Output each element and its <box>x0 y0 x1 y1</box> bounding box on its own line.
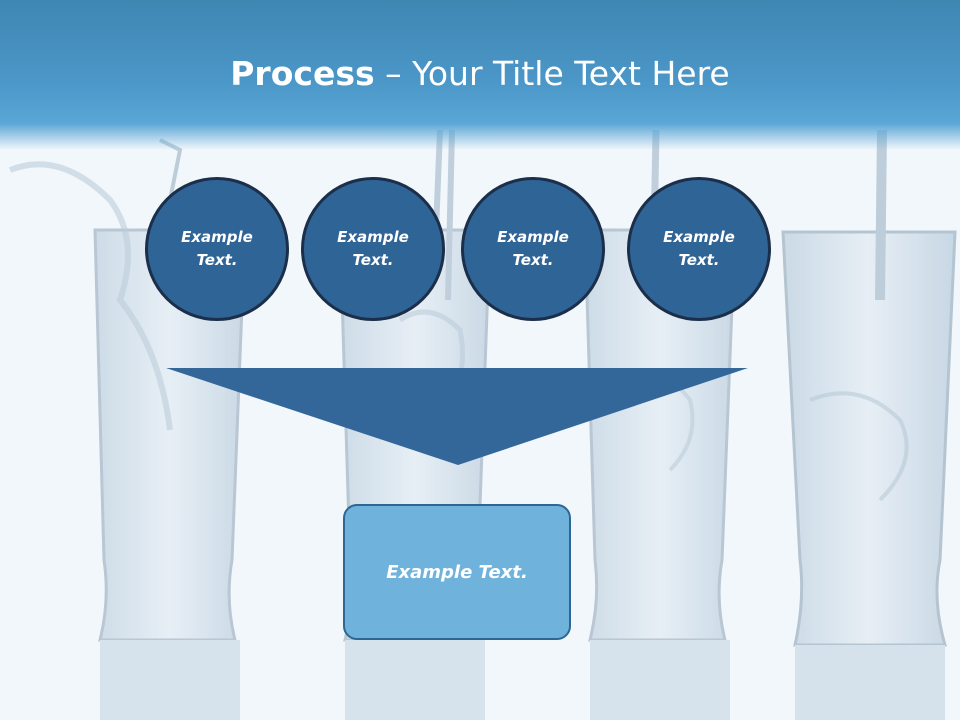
funnel-arrow[interactable] <box>166 368 748 466</box>
circle-1-line1: Example <box>181 228 253 246</box>
result-box[interactable]: Example Text. <box>343 504 571 640</box>
circle-2-line2: Text. <box>352 251 394 269</box>
circle-3-line1: Example <box>497 228 569 246</box>
circle-4-line1: Example <box>663 228 735 246</box>
title-rest: – Your Title Text Here <box>374 54 730 93</box>
title-bold: Process <box>230 54 375 93</box>
circle-2-line1: Example <box>337 228 409 246</box>
title-bar <box>0 0 960 150</box>
circle-4-line2: Text. <box>678 251 720 269</box>
circle-1-line2: Text. <box>196 251 238 269</box>
slide-title: Process – Your Title Text Here <box>0 52 960 96</box>
circle-3-line2: Text. <box>512 251 554 269</box>
result-box-label: Example Text. <box>386 561 528 583</box>
